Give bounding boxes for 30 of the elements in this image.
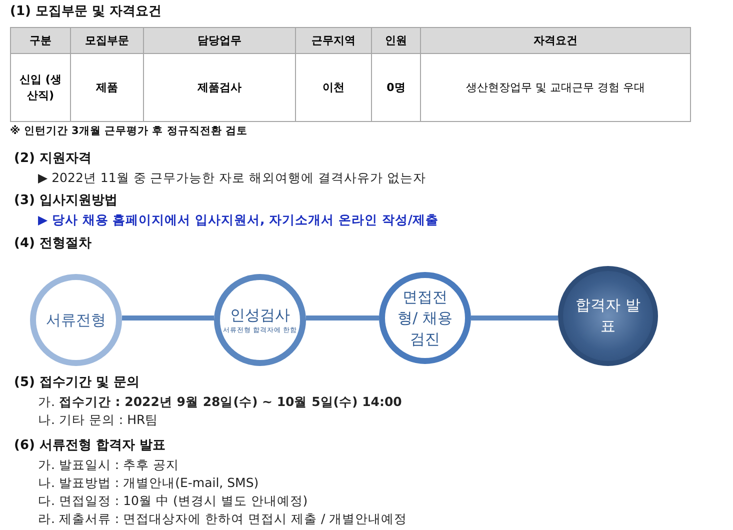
section-heading: (2) 지원자격	[14, 151, 92, 167]
note-text: ※ 인턴기간 3개월 근무평가 후 정규직전환 검토	[10, 124, 248, 139]
table-header-cell: 자격요건	[420, 27, 691, 54]
step-title: 인성검사	[229, 305, 291, 326]
section-heading: (5) 접수기간 및 문의	[14, 375, 140, 391]
body-text: 나. 기타 문의 : HR팀	[38, 412, 158, 428]
section-heading: (3) 입사지원방법	[14, 193, 118, 209]
connector-line	[306, 316, 379, 320]
section-heading: (1) 모집부문 및 자격요건	[10, 4, 162, 20]
table-header-cell: 근무지역	[295, 27, 372, 54]
section-heading: (6) 서류전형 합격자 발표	[14, 438, 166, 454]
section-heading: (4) 전형절차	[14, 236, 92, 252]
connector-line	[122, 316, 214, 320]
body-text: ▶ 2022년 11월 중 근무가능한 자로 해외여행에 결격사유가 없는자	[38, 170, 426, 186]
table-header-cell: 담당업무	[143, 27, 296, 54]
body-text: 다. 면접일정 : 10월 中 (변경시 별도 안내예정)	[38, 493, 308, 509]
body-text: 가. 접수기간 : 2022년 9월 28일(수) ~ 10월 5일(수) 14:00	[38, 394, 402, 410]
body-text: 라. 제출서류 : 면접대상자에 한하여 면접시 제출 / 개별안내예정	[38, 511, 408, 527]
table-header-cell: 인원	[371, 27, 421, 54]
step-title: 면접전형/ 채용검진	[396, 286, 454, 350]
table-header-cell: 구분	[10, 27, 71, 54]
step-title: 서류전형	[45, 310, 107, 330]
body-text: 가. 발표일시 : 추후 공지	[38, 457, 180, 473]
table-cell: 신입 (생산직)	[10, 53, 71, 122]
body-text: 나. 발표방법 : 개별안내(E-mail, SMS)	[38, 475, 259, 491]
connector-line	[471, 316, 558, 320]
step-title: 합격자 발표	[574, 295, 642, 337]
table-header-cell: 모집부문	[70, 27, 144, 54]
table-cell: 생산현장업무 및 교대근무 경험 우대	[420, 53, 691, 122]
body-text: ▶ 당사 채용 홈페이지에서 입사지원서, 자기소개서 온라인 작성/제출	[38, 212, 438, 228]
